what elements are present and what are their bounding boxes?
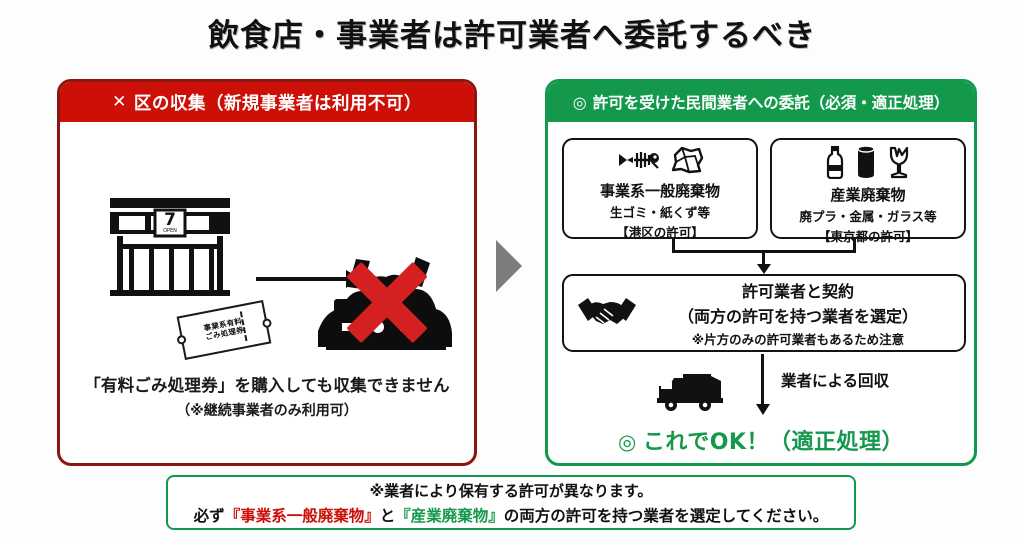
cross-mark-icon: ✕ [112,92,127,112]
waste-box-industrial-title: 産業廃棄物 [830,186,906,204]
collection-label: 業者による回収 [781,372,890,390]
waste-box-general-icons [616,145,705,179]
svg-text:7: 7 [164,210,176,230]
waste-box-industrial-subtitle: 廃プラ・金属・ガラス等 [799,209,937,224]
waste-to-contract-connector [562,239,966,277]
waste-box-industrial: 産業廃棄物 廃プラ・金属・ガラス等 【東京都の許可】 [770,138,966,244]
bottom-note-box: ※業者により保有する許可が異なります。 必ず『事業系一般廃棄物』と『産業廃棄物』… [166,475,856,530]
waste-box-general-subtitle: 生ゴミ・紙くず等 [609,205,710,220]
collection-arrow-head [756,404,770,415]
ok-result-label: これでOK！（適正処理） [642,430,904,455]
waste-box-general-title: 事業系一般廃棄物 [599,182,720,200]
garbage-truck-icon [655,368,727,416]
note-line-1: ※業者により保有する許可が異なります。 [369,481,653,500]
ng-panel-body: 7 OPEN 事業系有料 [60,122,474,463]
garbage-ticket-icon: 事業系有料 ごみ処理券 [176,300,273,360]
double-circle-icon: ◎ [572,92,587,112]
handshake-icon [564,291,650,335]
ng-caption-line-2: （※継続事業者のみ利用可） [176,403,358,419]
note-line-2: 必ず『事業系一般廃棄物』と『産業廃棄物』の両方の許可を持つ業者を選定してください… [194,504,829,526]
ng-caption-line-1: 「有料ごみ処理券」を購入しても収集できません [84,376,450,395]
contract-text: 許可業者と契約 （両方の許可を持つ業者を選定） ※片方のみの許可業者もあるため注… [650,278,964,348]
ng-panel-header: ✕ 区の収集（新規事業者は利用不可） [60,82,474,122]
ok-panel-body: 事業系一般廃棄物 生ゴミ・紙くず等 【港区の許可】 [548,122,974,463]
note-line-2-c: の両方の許可を持つ業者を選定してください。 [503,506,829,525]
page-title: 飲食店・事業者は許可業者へ委託するべき [208,18,816,54]
plastic-bottle-icon [824,145,846,183]
can-icon [855,145,877,183]
note-line-2-red: 『事業系一般廃棄物』 [224,506,380,525]
contract-line-1: 許可業者と契約 [741,282,854,301]
collection-area: 業者による回収 [562,354,966,420]
double-circle-result-icon: ◎ [618,430,637,454]
ok-panel-header: ◎ 許可を受けた民間業者への委託（必須・適正処理） [548,82,974,122]
note-line-2-green: 『産業廃棄物』 [395,506,504,525]
triangle-right-icon [496,240,522,292]
contract-line-2: （両方の許可を持つ業者を選定） [677,307,918,326]
waste-box-general: 事業系一般廃棄物 生ゴミ・紙くず等 【港区の許可】 [562,138,758,240]
ng-caption: 「有料ごみ処理券」を購入しても収集できません （※継続事業者のみ利用可） [60,372,474,420]
note-line-2-b: と [379,506,396,525]
ok-result: ◎これでOK！（適正処理） [548,424,974,456]
svg-text:OPEN: OPEN [163,228,177,234]
waste-type-row: 事業系一般廃棄物 生ゴミ・紙くず等 【港区の許可】 [562,138,966,244]
crumpled-paper-icon [669,145,705,179]
broken-glass-icon [886,145,912,183]
note-line-2-a: 必ず [193,506,225,525]
storefront-icon: 7 OPEN [105,190,235,304]
ok-panel: ◎ 許可を受けた民間業者への委託（必須・適正処理） [545,79,977,466]
ng-panel: ✕ 区の収集（新規事業者は利用不可） 7 OPEN [57,79,477,466]
red-x-icon [342,257,432,347]
collection-arrow [761,354,764,406]
waste-box-industrial-icons [824,145,912,183]
waste-box-industrial-permit: 【東京都の許可】 [817,229,918,244]
ng-panel-header-label: 区の収集（新規事業者は利用不可） [133,93,422,114]
contract-box: 許可業者と契約 （両方の許可を持つ業者を選定） ※片方のみの許可業者もあるため注… [562,274,966,352]
contract-line-3: ※片方のみの許可業者もあるため注意 [691,332,905,347]
ok-panel-header-label: 許可を受けた民間業者への委託（必須・適正処理） [592,94,950,112]
fish-bone-icon [616,145,660,179]
waste-box-general-permit: 【港区の許可】 [616,225,704,240]
garbage-pile-icon [312,247,458,357]
